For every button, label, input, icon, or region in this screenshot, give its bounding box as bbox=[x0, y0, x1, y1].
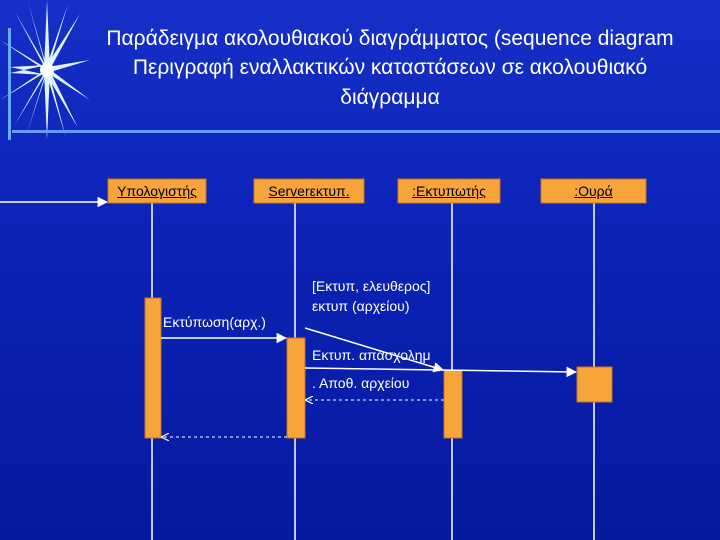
activation-server bbox=[286, 337, 306, 439]
message-label-alt-line-2: . Αποθ. αρχείου bbox=[312, 375, 410, 391]
object-box-computer[interactable] bbox=[107, 178, 207, 204]
object-box-server[interactable] bbox=[253, 178, 365, 204]
message-print-file bbox=[304, 327, 445, 373]
message-store-file bbox=[304, 366, 578, 378]
message-label-alt-line-1: Εκτυπ. απασχολημ bbox=[312, 347, 431, 363]
message-label-print-call: Εκτύπωση(αρχ.) bbox=[163, 314, 266, 330]
message-label-guard-line-1: [Εκτυπ, ελευθερος] bbox=[312, 278, 431, 294]
object-box-queue[interactable] bbox=[540, 178, 647, 204]
activation-computer bbox=[144, 297, 162, 439]
left-accent-bar bbox=[8, 28, 11, 140]
activation-queue bbox=[576, 366, 613, 403]
object-label-printer: :Εκτυπωτής bbox=[412, 183, 486, 199]
title-underline bbox=[12, 130, 720, 133]
object-box-printer[interactable] bbox=[397, 178, 501, 204]
activation-printer bbox=[443, 369, 463, 439]
starburst-logo-icon bbox=[0, 0, 90, 140]
object-label-server: Serverεκτυπ. bbox=[268, 183, 350, 199]
slide-title-line-1: Παράδειγμα ακολουθιακού διαγράμματος (se… bbox=[106, 27, 674, 50]
slide-title-line-2: Περιγραφή εναλλακτικών καταστάσεων σε ακ… bbox=[132, 56, 648, 79]
message-label-guard-line-2: εκτυπ (αρχείου) bbox=[312, 298, 410, 314]
slide-title-line-3: διάγραμμα bbox=[340, 86, 440, 109]
object-label-queue: :Ουρά bbox=[574, 183, 613, 199]
object-label-computer: Υπολογιστής bbox=[117, 183, 197, 199]
